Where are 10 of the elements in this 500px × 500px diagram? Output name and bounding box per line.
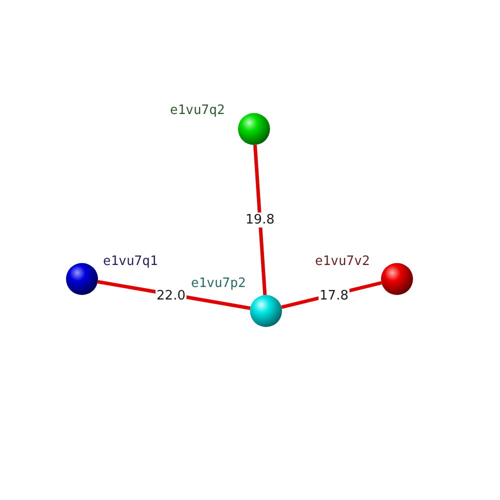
sphere <box>250 295 282 327</box>
sphere <box>381 263 413 295</box>
connector-line <box>253 144 267 296</box>
sphere <box>66 263 98 295</box>
node-label: e1vu7q2 <box>170 103 225 119</box>
node-label: e1vu7v2 <box>315 254 370 270</box>
sphere <box>238 113 270 145</box>
node-label: e1vu7q1 <box>103 254 158 270</box>
node-label: e1vu7p2 <box>191 276 246 292</box>
edge-label: 19.8 <box>244 212 276 228</box>
